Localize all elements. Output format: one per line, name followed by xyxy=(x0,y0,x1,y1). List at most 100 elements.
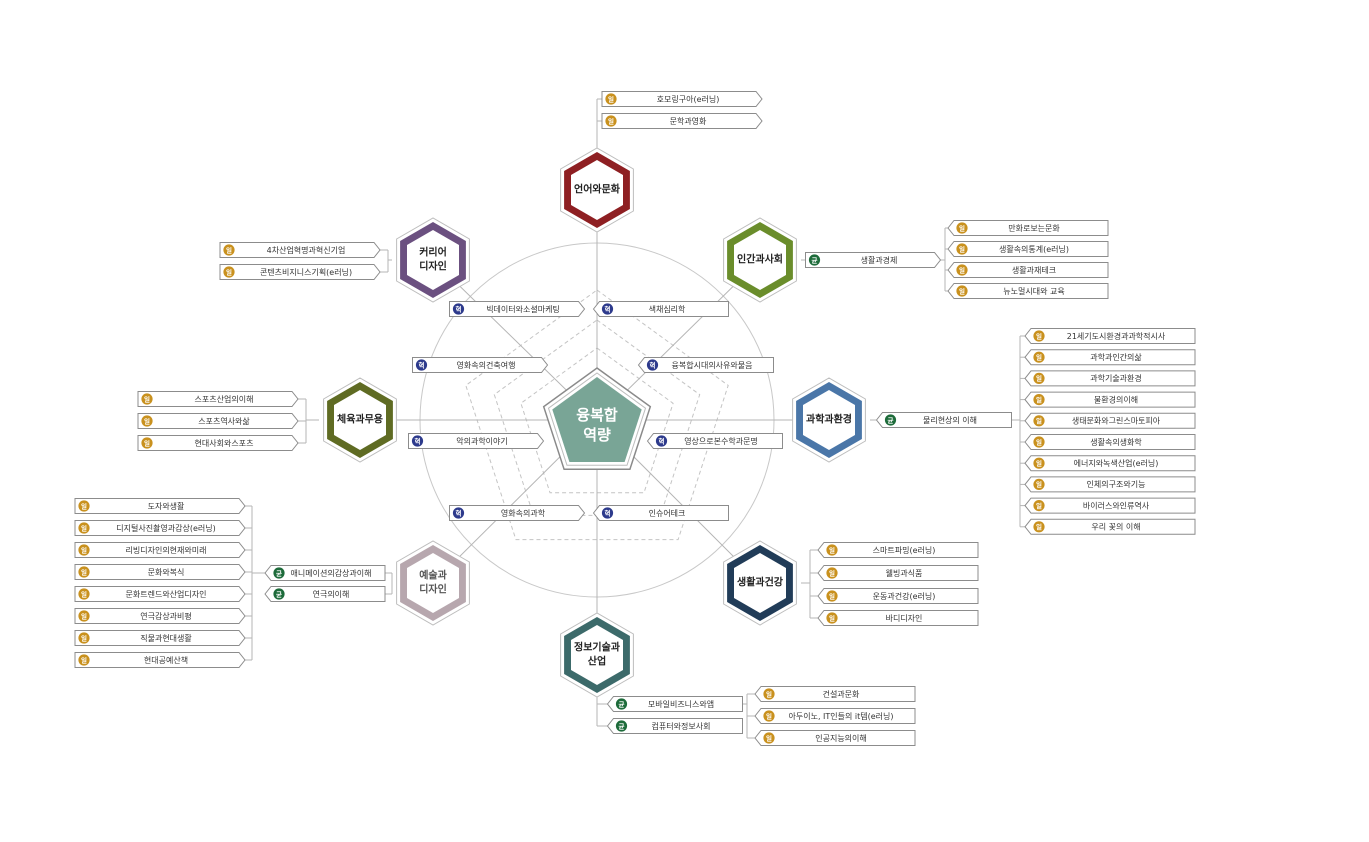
badge-label: 일 xyxy=(959,244,965,253)
badge-label: 일 xyxy=(608,116,614,125)
badge-label: 균 xyxy=(619,722,625,730)
badge-label: 일 xyxy=(766,689,772,698)
badge-label: 일 xyxy=(81,611,87,620)
course-box-outline xyxy=(74,564,246,580)
course-label: 현대사회와스포츠 xyxy=(195,438,254,448)
course-label: 우리 꽃의 이해 xyxy=(1091,522,1140,532)
course-label: 문화와복식 xyxy=(148,567,185,577)
course-box-outline xyxy=(74,630,246,646)
hub-health: 생활과건강 xyxy=(723,540,797,626)
badge-circle xyxy=(452,303,465,315)
center-label-line1: 융복합 xyxy=(576,406,618,424)
badge-circle xyxy=(956,285,968,297)
course-label: 스마트파밍(e러닝) xyxy=(873,545,936,555)
badge-circle xyxy=(78,500,90,512)
badge-label: 일 xyxy=(1036,480,1042,489)
badge-label: 일 xyxy=(226,267,232,276)
course-label: 생활속의통계(e러닝) xyxy=(999,244,1069,254)
badge-label: 일 xyxy=(1036,501,1042,510)
course-label: 과학과인간의삶 xyxy=(1090,352,1142,362)
badge-label: 일 xyxy=(766,711,772,720)
course-box-outline xyxy=(1024,391,1196,408)
badge-label: 균 xyxy=(276,569,282,577)
badge-circle xyxy=(956,243,968,255)
badge-circle xyxy=(1033,372,1045,384)
course-box-outline xyxy=(817,542,979,558)
hub-sports: 체육과무용 xyxy=(323,377,397,463)
course-label: 인슈어테크 xyxy=(649,508,686,518)
course-box-outline xyxy=(219,242,381,258)
course-box: 일 웰빙과식품 xyxy=(817,565,979,581)
badge-circle xyxy=(615,720,628,732)
course-box-outline xyxy=(219,264,381,280)
badge-label: 일 xyxy=(1036,459,1042,468)
badge-label: 일 xyxy=(959,265,965,274)
course-label: 애니메이션의감상과이해 xyxy=(291,568,372,578)
course-box-outline xyxy=(264,565,386,581)
badge-circle xyxy=(1033,394,1045,406)
course-label: 스포츠역사와삶 xyxy=(198,416,250,426)
course-box-outline xyxy=(1024,412,1196,429)
badge-label: 혁 xyxy=(605,508,611,517)
badge-circle xyxy=(956,264,968,276)
badge-circle xyxy=(808,254,821,266)
course-label: 생활과재테크 xyxy=(1012,265,1056,275)
hub-human: 인간과사회 xyxy=(723,217,797,303)
course-label: 과학기술과환경 xyxy=(1090,373,1142,383)
badge-label: 일 xyxy=(144,438,150,447)
course-label: 도자와생활 xyxy=(148,501,185,511)
badge-label: 혁 xyxy=(605,304,611,313)
badge-label: 일 xyxy=(226,245,232,254)
badge-circle xyxy=(273,567,285,579)
course-label: 21세기도시환경과과학적시사 xyxy=(1067,331,1166,341)
course-box: 일 현대사회와스포츠 xyxy=(137,435,299,451)
course-box-outline xyxy=(1024,497,1196,514)
course-box-outline xyxy=(137,391,299,407)
hub-science: 과학과환경 xyxy=(792,377,866,463)
badge-label: 혁 xyxy=(659,436,665,445)
badge-circle xyxy=(78,632,90,644)
badge-label: 일 xyxy=(829,613,835,622)
hub-hex-inner xyxy=(571,160,623,220)
badge-circle xyxy=(605,115,617,127)
course-box-outline xyxy=(1024,328,1196,344)
course-label: 빅데이터와소셜마케팅 xyxy=(486,304,560,314)
badge-circle xyxy=(452,507,465,519)
badge-circle xyxy=(956,222,968,234)
hub-label: 언어와문화 xyxy=(574,183,621,196)
course-box-outline xyxy=(646,433,783,449)
badge-label: 일 xyxy=(81,545,87,554)
hub-label: 디자인 xyxy=(419,260,447,273)
badge-label: 혁 xyxy=(650,360,656,369)
hub-label: 정보기술과 xyxy=(574,641,621,654)
badge-label: 일 xyxy=(829,568,835,577)
course-label: 모바일비즈니스와앱 xyxy=(648,699,714,709)
course-label: 콘텐츠비지니스기획(e러닝) xyxy=(260,267,352,277)
badge-circle xyxy=(223,244,235,256)
course-box: 일 생활속의통계(e러닝) xyxy=(947,241,1109,257)
badge-circle xyxy=(1033,478,1045,490)
course-label: 웰빙과식품 xyxy=(886,568,923,578)
badge-label: 일 xyxy=(81,589,87,598)
badge-circle xyxy=(601,507,614,519)
badge-circle xyxy=(1033,351,1045,363)
course-box-outline xyxy=(137,413,299,429)
course-box-outline xyxy=(817,565,979,581)
course-box-outline xyxy=(817,588,979,604)
